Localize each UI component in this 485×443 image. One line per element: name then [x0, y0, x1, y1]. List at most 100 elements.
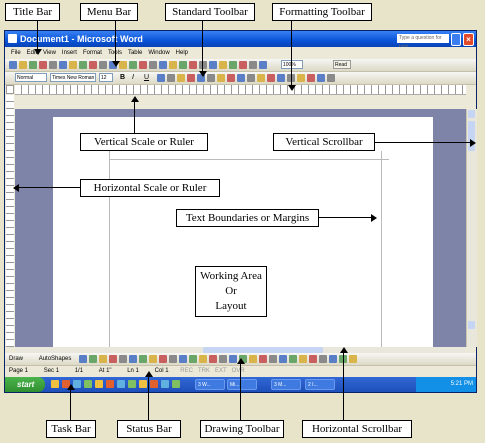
draw-tool-icon[interactable]	[149, 355, 157, 363]
draw-tool-icon[interactable]	[179, 355, 187, 363]
taskbar-button[interactable]: 3 M...	[271, 379, 301, 390]
menu-item-help[interactable]: Help	[175, 50, 188, 56]
toolbar-button-icon[interactable]	[79, 61, 87, 69]
vertical-scrollbar[interactable]	[466, 109, 477, 347]
format-button-icon[interactable]	[217, 74, 225, 82]
toolbar-button-icon[interactable]	[89, 61, 97, 69]
toolbar-button-icon[interactable]	[49, 61, 57, 69]
draw-tool-icon[interactable]	[159, 355, 167, 363]
zoom-select[interactable]: 100%	[281, 60, 303, 69]
draw-tool-icon[interactable]	[319, 355, 327, 363]
toolbar-button-icon[interactable]	[259, 61, 267, 69]
toolbar-button-icon[interactable]	[189, 61, 197, 69]
draw-tool-icon[interactable]	[309, 355, 317, 363]
menu-item-view[interactable]: View	[43, 50, 56, 56]
taskbar-button[interactable]: 2 I...	[305, 379, 335, 390]
toolbar-button-icon[interactable]	[39, 61, 47, 69]
draw-tool-icon[interactable]	[259, 355, 267, 363]
underline-icon[interactable]: U	[144, 74, 150, 81]
menu-item-file[interactable]: File	[11, 50, 21, 56]
quick-launch-icon[interactable]	[128, 380, 136, 388]
toolbar-button-icon[interactable]	[9, 61, 17, 69]
font-size-select[interactable]: 12	[99, 73, 113, 82]
status-flag-ext[interactable]: EXT	[214, 368, 227, 374]
horizontal-scrollbar[interactable]	[53, 347, 466, 353]
toolbar-button-icon[interactable]	[139, 61, 147, 69]
toolbar-button-icon[interactable]	[129, 61, 137, 69]
toolbar-button-icon[interactable]	[239, 61, 247, 69]
quick-launch-icon[interactable]	[117, 380, 125, 388]
format-button-icon[interactable]	[257, 74, 265, 82]
draw-tool-icon[interactable]	[279, 355, 287, 363]
status-flag-trk[interactable]: TRK	[197, 368, 210, 374]
quick-launch-icon[interactable]	[161, 380, 169, 388]
format-button-icon[interactable]	[327, 74, 335, 82]
close-button[interactable]: ×	[463, 33, 474, 46]
font-select[interactable]: Times New Roman	[50, 73, 96, 82]
quick-launch-icon[interactable]	[62, 380, 70, 388]
quick-launch-icon[interactable]	[73, 380, 81, 388]
autoshapes-menu[interactable]: AutoShapes	[38, 356, 72, 362]
draw-tool-icon[interactable]	[169, 355, 177, 363]
draw-menu[interactable]: Draw	[9, 356, 24, 362]
toolbar-button-icon[interactable]	[99, 61, 107, 69]
taskbar-button[interactable]: Mi...	[227, 379, 257, 390]
menu-item-format[interactable]: Format	[82, 50, 102, 56]
toolbar-button-icon[interactable]	[119, 61, 127, 69]
format-button-icon[interactable]	[317, 74, 325, 82]
format-button-icon[interactable]	[197, 74, 205, 82]
menu-item-tools[interactable]: Tools	[108, 50, 122, 56]
draw-tool-icon[interactable]	[129, 355, 137, 363]
status-flag-rec[interactable]: REC	[180, 368, 193, 374]
toolbar-button-icon[interactable]	[199, 61, 207, 69]
menu-item-table[interactable]: Table	[127, 50, 143, 56]
draw-tool-icon[interactable]	[299, 355, 307, 363]
help-search-input[interactable]: Type a question for help	[397, 34, 449, 50]
format-button-icon[interactable]	[157, 74, 165, 82]
ruler-tab-selector[interactable]	[6, 85, 14, 94]
toolbar-button-icon[interactable]	[249, 61, 257, 69]
toolbar-button-icon[interactable]	[179, 61, 187, 69]
toolbar-button-icon[interactable]	[69, 61, 77, 69]
toolbar-button-icon[interactable]	[149, 61, 157, 69]
quick-launch-icon[interactable]	[139, 380, 147, 388]
format-button-icon[interactable]	[267, 74, 275, 82]
italic-icon[interactable]: I	[132, 74, 134, 81]
bold-icon[interactable]: B	[120, 74, 126, 81]
quick-launch-icon[interactable]	[172, 380, 180, 388]
format-button-icon[interactable]	[187, 74, 195, 82]
taskbar-button[interactable]: 3 W...	[195, 379, 225, 390]
format-button-icon[interactable]	[277, 74, 285, 82]
format-button-icon[interactable]	[307, 74, 315, 82]
quick-launch-icon[interactable]	[150, 380, 158, 388]
draw-tool-icon[interactable]	[209, 355, 217, 363]
menu-item-edit[interactable]: Edit	[26, 50, 38, 56]
toolbar-button-icon[interactable]	[209, 61, 217, 69]
draw-tool-icon[interactable]	[269, 355, 277, 363]
draw-tool-icon[interactable]	[139, 355, 147, 363]
format-button-icon[interactable]	[297, 74, 305, 82]
toolbar-button-icon[interactable]	[229, 61, 237, 69]
format-button-icon[interactable]	[247, 74, 255, 82]
hscroll-thumb[interactable]	[203, 347, 323, 353]
draw-tool-icon[interactable]	[349, 355, 357, 363]
format-button-icon[interactable]	[177, 74, 185, 82]
toolbar-button-icon[interactable]	[29, 61, 37, 69]
draw-tool-icon[interactable]	[289, 355, 297, 363]
draw-tool-icon[interactable]	[219, 355, 227, 363]
style-select[interactable]: Normal	[15, 73, 47, 82]
quick-launch-icon[interactable]	[106, 380, 114, 388]
menu-item-insert[interactable]: Insert	[61, 50, 77, 56]
minimize-button[interactable]	[451, 33, 461, 46]
start-button[interactable]: start	[5, 377, 45, 392]
view-buttons[interactable]	[15, 347, 53, 353]
draw-tool-icon[interactable]	[79, 355, 87, 363]
toolbar-button-icon[interactable]	[159, 61, 167, 69]
menu-item-window[interactable]: Window	[148, 50, 170, 56]
quick-launch-icon[interactable]	[84, 380, 92, 388]
title-bar[interactable]: Document1 - Microsoft Word Type a questi…	[5, 31, 476, 50]
toolbar-button-icon[interactable]	[219, 61, 227, 69]
draw-tool-icon[interactable]	[99, 355, 107, 363]
scroll-thumb[interactable]	[468, 121, 475, 151]
draw-tool-icon[interactable]	[329, 355, 337, 363]
